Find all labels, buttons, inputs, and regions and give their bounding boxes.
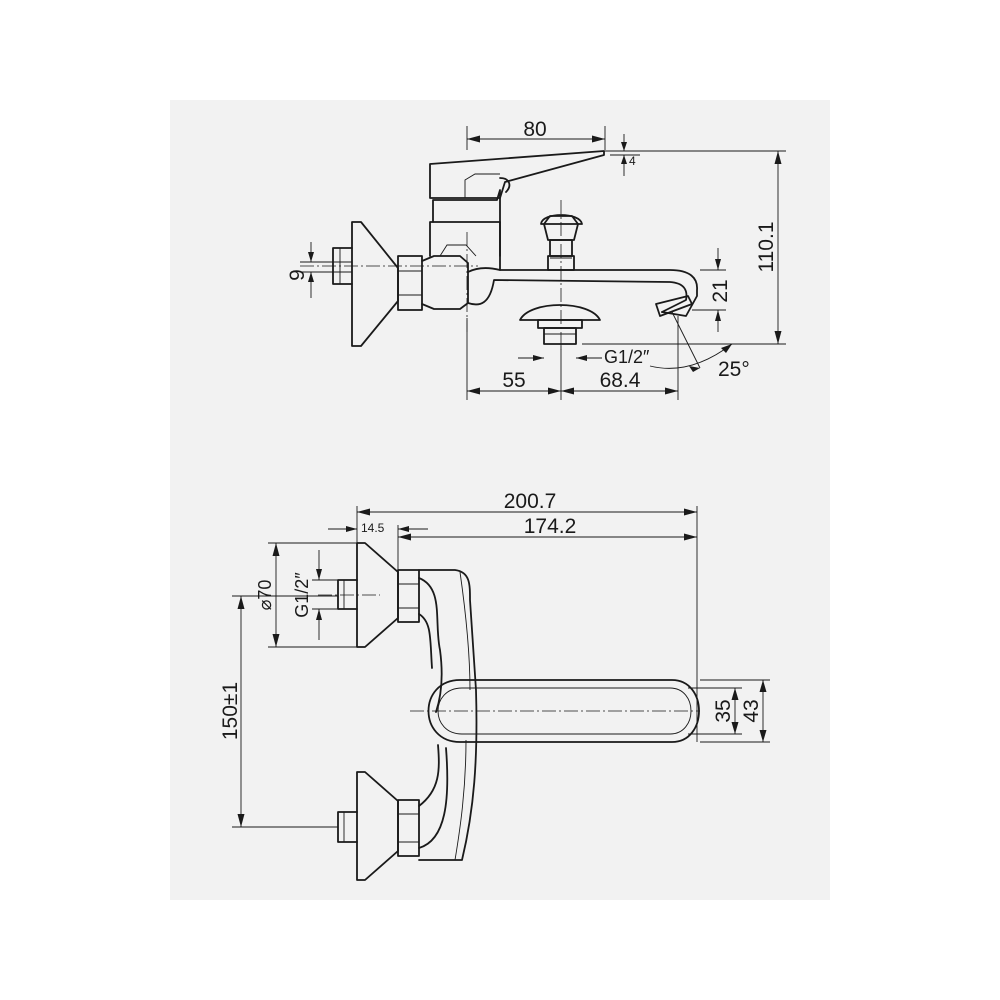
dim-14-5-label: 14.5: [361, 521, 385, 535]
dim-9-label: 9: [286, 269, 309, 281]
drawing-sheet: 80 4 110.1 9 21 55 68.4 G1/2″ 25°: [170, 100, 830, 900]
top-view-outline: [337, 542, 700, 881]
side-view-outline: [332, 150, 698, 347]
dim-110-1-label: 110.1: [755, 222, 778, 273]
dim-174-2-label: 174.2: [524, 515, 577, 538]
dim-55-label: 55: [502, 369, 525, 392]
top-view-centerlines: [318, 594, 700, 712]
dim-4-label: 4: [629, 154, 636, 168]
side-view-dimensions: [300, 126, 786, 400]
dim-80-label: 80: [523, 118, 546, 141]
dim-150-label: 150±1: [219, 682, 242, 740]
side-view-centerlines: [300, 200, 562, 350]
dim-68-4-label: 68.4: [600, 369, 641, 392]
top-view-dimensions: [232, 506, 770, 828]
dim-200-7-label: 200.7: [504, 490, 557, 513]
thread-label-top: G1/2″: [292, 572, 312, 618]
dim-35-label: 35: [712, 699, 735, 722]
side-view: 80 4 110.1 9 21 55 68.4 G1/2″ 25°: [286, 118, 786, 400]
top-view: 200.7 174.2 14.5 ⌀70 G1/2″ 150±1 35 43: [219, 490, 770, 881]
top-view-labels: 200.7 174.2 14.5 ⌀70 G1/2″ 150±1 35 43: [219, 490, 763, 740]
side-view-labels: 80 4 110.1 9 21 55 68.4 G1/2″ 25°: [286, 118, 778, 392]
thread-label-side: G1/2″: [604, 347, 650, 367]
angle-25-label: 25°: [718, 358, 750, 381]
dim-d70-label: ⌀70: [255, 580, 275, 611]
dim-43-label: 43: [740, 699, 763, 722]
dim-21-label: 21: [709, 279, 732, 302]
technical-drawing: 80 4 110.1 9 21 55 68.4 G1/2″ 25°: [170, 100, 830, 900]
